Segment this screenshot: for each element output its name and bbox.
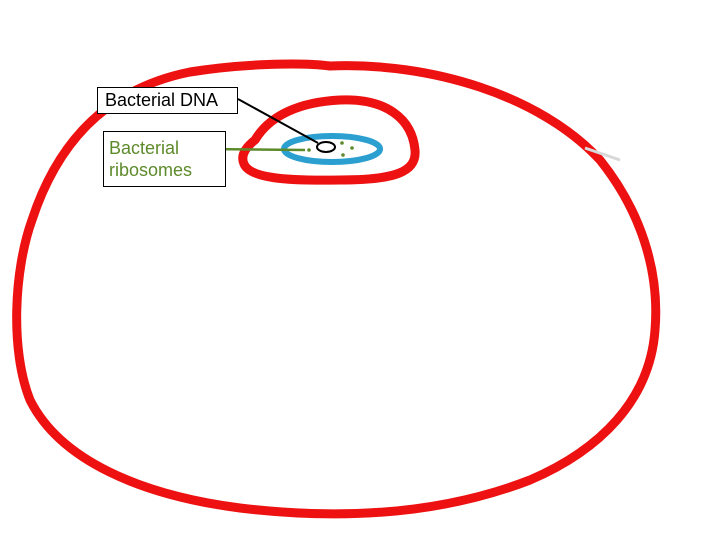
ribosome-dot — [340, 141, 344, 145]
faint-smudge — [584, 146, 621, 162]
dna-leader-line — [237, 98, 319, 144]
ribosome-dot — [350, 146, 354, 150]
ribosomes-label-line-1: Bacterial — [109, 138, 180, 158]
ribosome-dot — [307, 148, 311, 152]
ribosomes-label: Bacterial ribosomes — [103, 131, 226, 187]
ribosomes-label-line-2: ribosomes — [109, 160, 193, 180]
dna-label: Bacterial DNA — [97, 87, 238, 114]
bacterial-ribosomes — [307, 141, 354, 157]
bacterial-dna — [316, 141, 336, 153]
dna-label-text: Bacterial DNA — [105, 90, 219, 110]
host-cell-outline — [12, 59, 661, 519]
ribosome-dot — [341, 153, 345, 157]
bacterium-cell-wall — [238, 95, 420, 185]
